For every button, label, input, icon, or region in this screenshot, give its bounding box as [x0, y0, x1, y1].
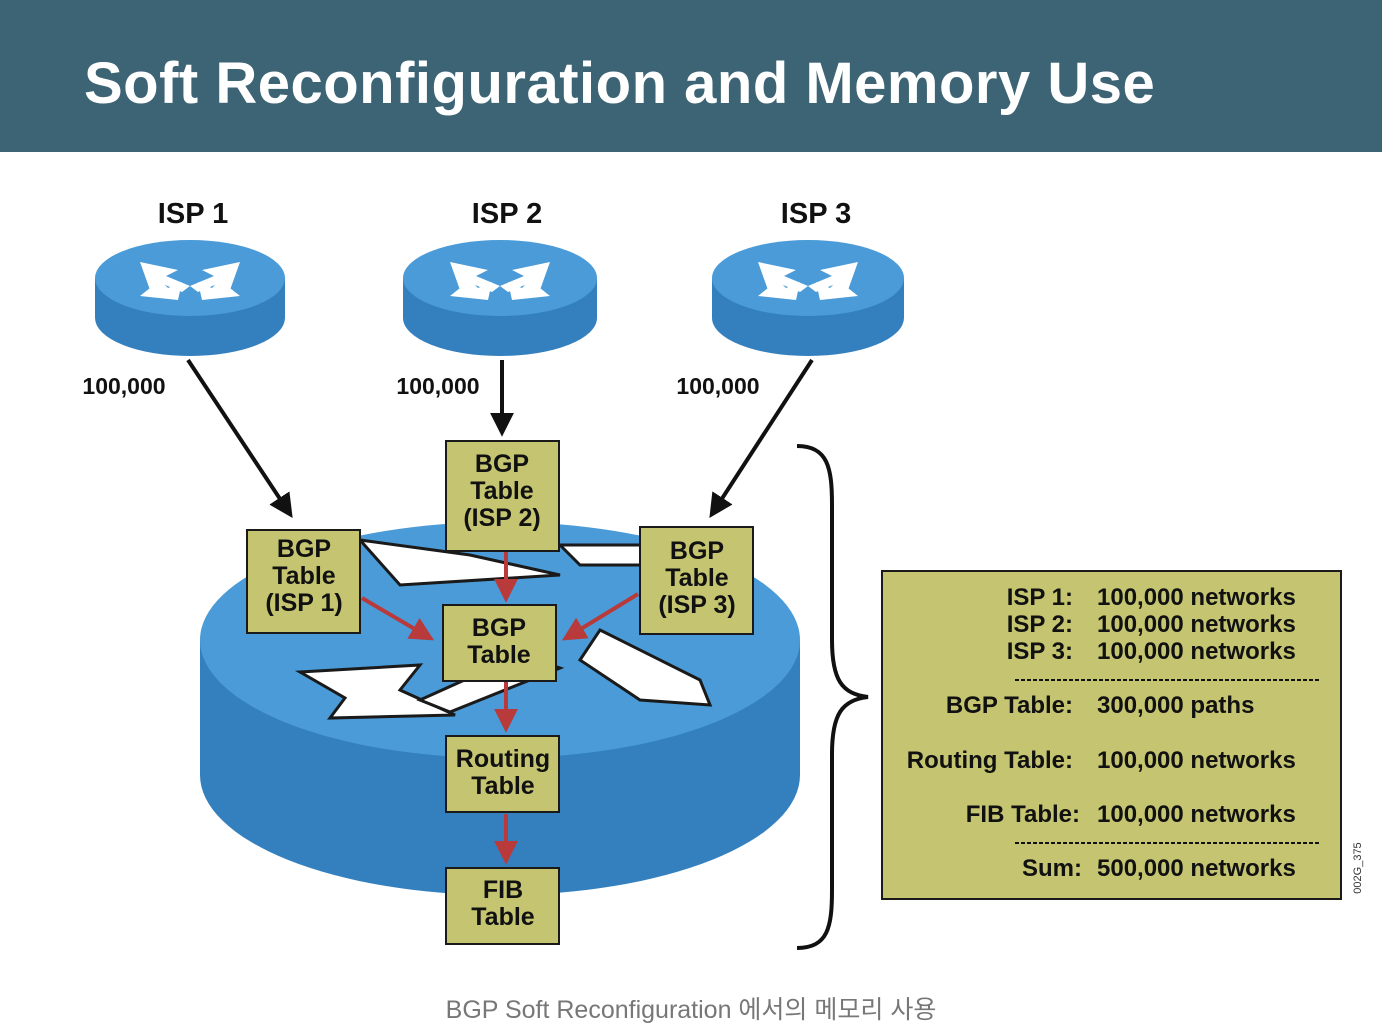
summary-fib-value: 100,000 networks: [1097, 801, 1296, 828]
svg-text:BGP: BGP: [475, 450, 529, 478]
isp3-to-bgp-arrow: [561, 592, 640, 641]
svg-text:Table: Table: [471, 903, 535, 931]
svg-text:BGP: BGP: [277, 535, 331, 563]
svg-text:BGP: BGP: [670, 537, 724, 565]
isp1-feed-arrow: [186, 358, 293, 519]
fib-table: FIB Table: [445, 867, 560, 945]
svg-text:Table: Table: [467, 641, 531, 669]
summary-isp2-value: 100,000 networks: [1097, 611, 1296, 638]
summary-fib-label: FIB Table:: [966, 801, 1080, 828]
svg-text:(ISP 2): (ISP 2): [463, 504, 540, 532]
isp3-feed-arrow: [709, 358, 814, 519]
summary-bgp-value: 300,000 paths: [1097, 692, 1254, 719]
figure-code: 002G_375: [1352, 842, 1364, 893]
summary-sum-label: Sum:: [1022, 855, 1082, 882]
svg-text:(ISP 1): (ISP 1): [265, 589, 342, 617]
title-bar: Soft Reconfiguration and Memory Use: [0, 0, 1382, 152]
isp3-label: ISP 3: [781, 198, 851, 230]
isp1-route-count: 100,000: [82, 373, 165, 399]
bgp-table-isp1: BGP Table (ISP 1): [246, 529, 361, 634]
bgp-table: BGP Table: [442, 604, 557, 682]
svg-text:Table: Table: [470, 477, 534, 505]
summary-isp3-label: ISP 3:: [1007, 638, 1073, 665]
isp1-label: ISP 1: [158, 198, 228, 230]
svg-text:Table: Table: [471, 772, 535, 800]
isp1-to-bgp-arrow: [360, 596, 435, 641]
svg-text:BGP: BGP: [472, 614, 526, 642]
summary-isp2-label: ISP 2:: [1007, 611, 1073, 638]
isp3-route-count: 100,000: [676, 373, 759, 399]
memory-summary-panel: ISP 1: 100,000 networks ISP 2: 100,000 n…: [881, 570, 1342, 900]
routing-table: Routing Table: [445, 735, 560, 813]
summary-isp1-label: ISP 1:: [1007, 584, 1073, 611]
summary-isp1-value: 100,000 networks: [1097, 584, 1296, 611]
summary-routing-value: 100,000 networks: [1097, 747, 1296, 774]
summary-sum-value: 500,000 networks: [1097, 855, 1296, 882]
bgp-table-isp2: BGP Table (ISP 2): [445, 440, 560, 552]
page-title: Soft Reconfiguration and Memory Use: [84, 51, 1156, 116]
figure-caption: BGP Soft Reconfiguration 에서의 메모리 사용: [445, 996, 937, 1024]
isp2-route-count: 100,000: [396, 373, 479, 399]
isp2-label: ISP 2: [472, 198, 542, 230]
summary-bgp-label: BGP Table:: [946, 692, 1073, 719]
svg-text:(ISP 3): (ISP 3): [658, 591, 735, 619]
summary-routing-label: Routing Table:: [907, 747, 1073, 774]
isp2-router-icon: [403, 240, 597, 356]
summary-isp3-value: 100,000 networks: [1097, 638, 1296, 665]
svg-text:Table: Table: [272, 562, 336, 590]
isp1-router-icon: [95, 240, 285, 356]
svg-text:Routing: Routing: [456, 745, 550, 773]
svg-text:FIB: FIB: [483, 876, 523, 904]
bgp-table-isp3: BGP Table (ISP 3): [639, 526, 754, 635]
svg-text:Table: Table: [665, 564, 729, 592]
isp3-router-icon: [712, 240, 904, 356]
grouping-brace: [796, 444, 869, 950]
